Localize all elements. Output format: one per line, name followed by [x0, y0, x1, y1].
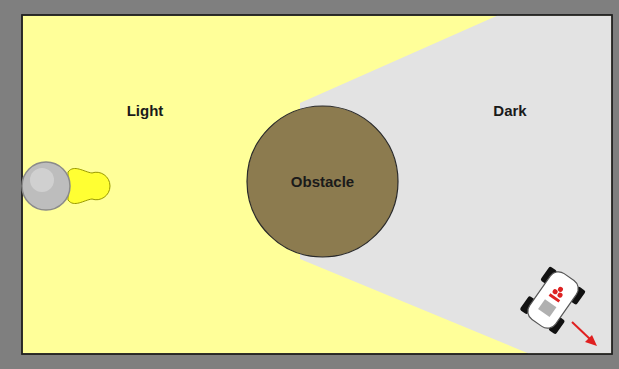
- region-label: Light: [127, 102, 164, 119]
- lamp: [22, 162, 110, 210]
- robot: [519, 264, 587, 335]
- region-label: Dark: [493, 102, 526, 119]
- obstacle-circle: Obstacle: [246, 105, 399, 258]
- node-text: Obstacle: [291, 173, 354, 190]
- light-region: [22, 15, 612, 354]
- inner-border: [22, 15, 612, 354]
- direction-arrow: [572, 322, 597, 346]
